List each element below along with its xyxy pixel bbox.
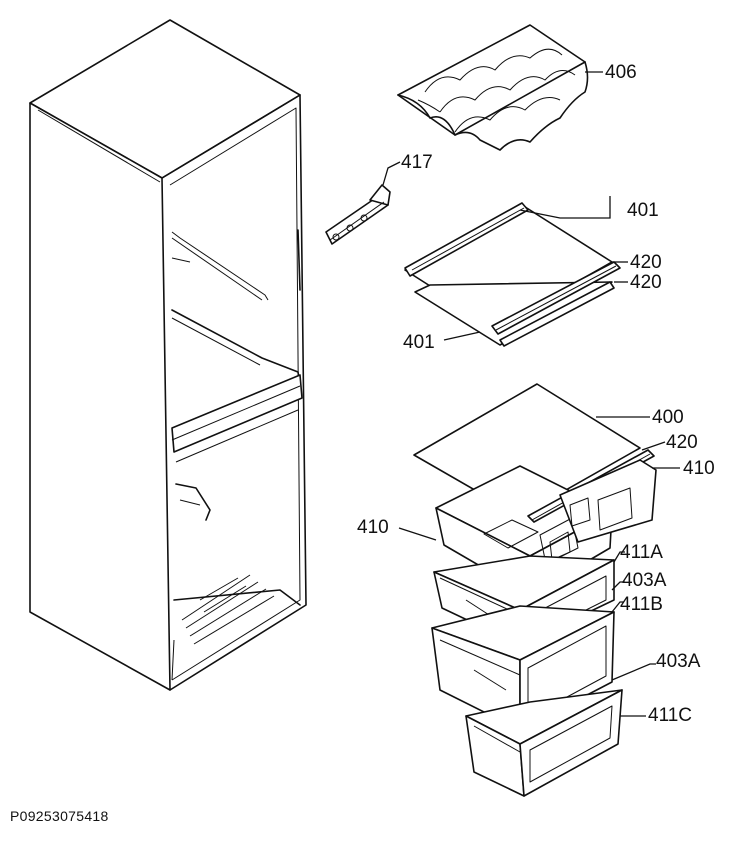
reference-code: P09253075418 xyxy=(10,808,109,824)
label-401-upper: 401 xyxy=(627,200,659,221)
part-411C-drawer xyxy=(465,689,623,797)
leader-411B xyxy=(611,601,624,613)
label-403A-b: 403A xyxy=(656,651,701,672)
part-406-wine-rack xyxy=(397,24,589,151)
label-410-right: 410 xyxy=(683,458,715,479)
leader-401-upper xyxy=(519,196,611,219)
label-410-left: 410 xyxy=(357,517,389,538)
part-410-crisper-drawer-right xyxy=(559,459,657,543)
label-406: 406 xyxy=(605,62,637,83)
label-420-b: 420 xyxy=(630,272,662,293)
part-417-clip xyxy=(325,184,391,245)
leader-401-lower xyxy=(443,331,481,341)
label-411A: 411A xyxy=(620,542,663,563)
label-420-a: 420 xyxy=(630,252,662,273)
leader-411A xyxy=(613,551,625,563)
leader-403A-b xyxy=(611,663,656,681)
label-403A-a: 403A xyxy=(622,570,667,591)
label-411B: 411B xyxy=(620,594,663,615)
fridge-cabinet xyxy=(29,19,307,691)
leader-417 xyxy=(382,161,401,186)
leader-420-c xyxy=(641,441,666,451)
label-400: 400 xyxy=(652,407,684,428)
label-411C: 411C xyxy=(648,705,692,726)
label-420-c: 420 xyxy=(666,432,698,453)
leader-403A-a xyxy=(611,581,625,591)
part-401-glass-shelf-lower xyxy=(414,261,621,347)
leader-410-left xyxy=(398,527,437,541)
label-401-lower: 401 xyxy=(403,332,435,353)
label-417: 417 xyxy=(401,152,433,173)
